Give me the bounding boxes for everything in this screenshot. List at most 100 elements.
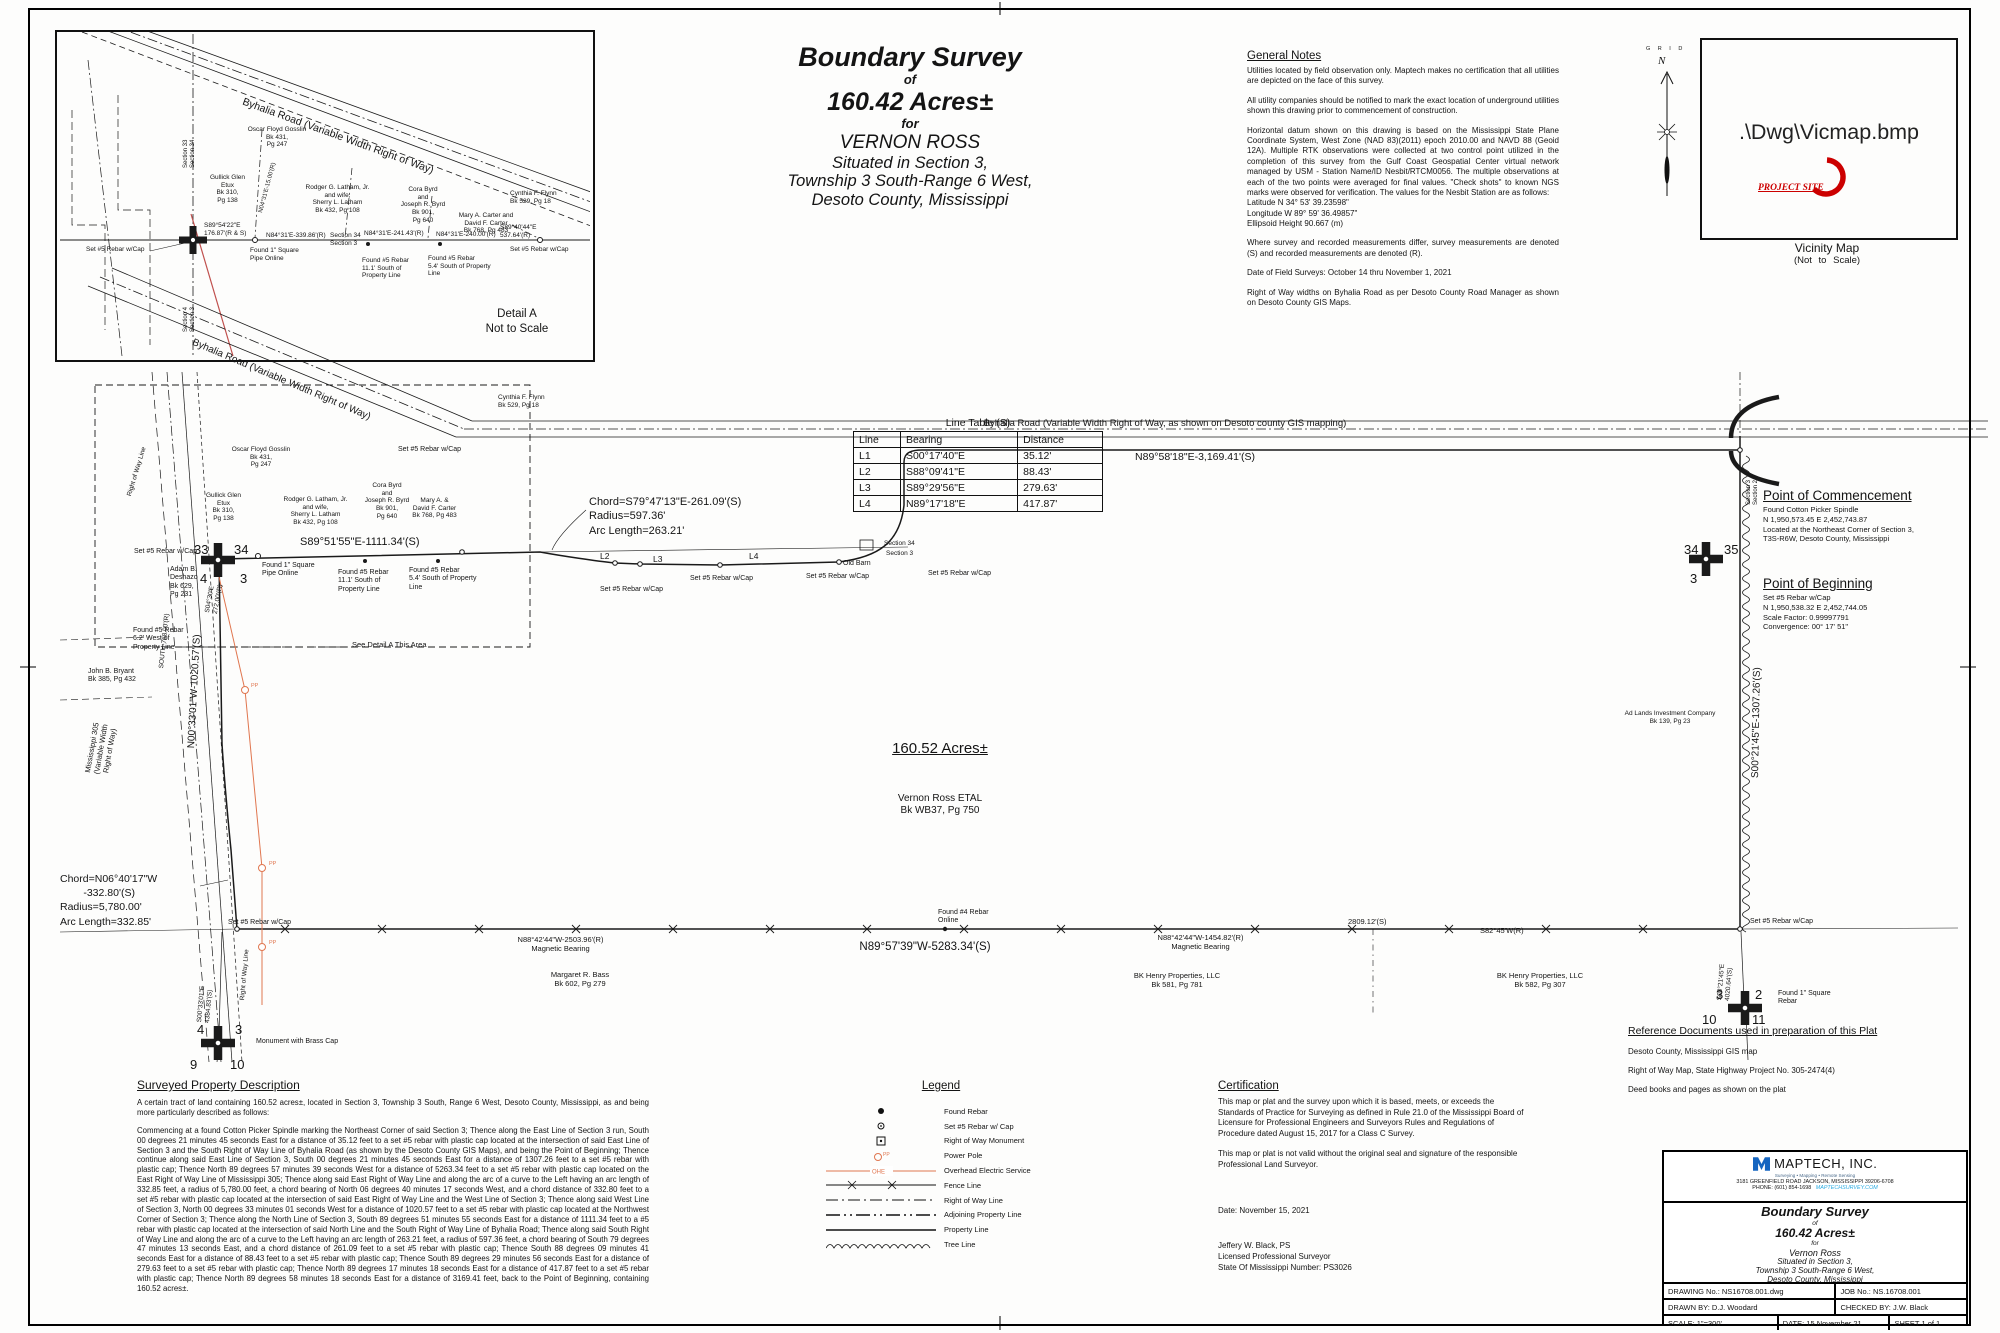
point-of-commencement: Point of Commencement Found Cotton Picke… — [1763, 488, 1991, 544]
detail-a-inset-box — [55, 30, 595, 362]
line-table-cell: 417.87' — [1017, 495, 1103, 512]
description-body: Commencing at a found Cotton Picker Spin… — [137, 1125, 649, 1294]
svg-text:PP: PP — [883, 1152, 890, 1158]
general-note: Horizontal datum shown on this drawing i… — [1247, 125, 1559, 229]
plat-label: L2 — [600, 551, 610, 561]
signature-line: State Of Mississippi Number: PS3026 — [1218, 1262, 1352, 1272]
title-line: Desoto County, Mississippi — [811, 191, 1009, 210]
poc-detail-line: Located at the Northeast Corner of Secti… — [1763, 524, 1914, 534]
plat-label: S89°40'44"E 537.64'(R) — [500, 224, 537, 239]
north-arrow — [1657, 70, 1677, 196]
legend-item-label: Adjoining Property Line — [944, 1210, 1022, 1220]
legend-item: Right of Way Monument — [826, 1134, 1126, 1149]
plat-label: Set #5 Rebar w/Cap — [806, 573, 870, 580]
plat-label: PP — [251, 683, 259, 689]
plat-label: N84°31'E-241.43'(R) — [364, 230, 424, 237]
general-note: Where survey and recorded measurements d… — [1247, 238, 1559, 258]
maptech-logo-icon — [1752, 1156, 1770, 1171]
tree-line — [1742, 455, 1750, 933]
plat-label: N89°58'18"E-3,169.41'(S) — [1135, 451, 1255, 463]
tb-title-line: 160.42 Acres± — [1775, 1225, 1855, 1240]
sheet-number: SHEET 1 of 1 — [1888, 1316, 1966, 1330]
plat-label: Set #5 Rebar w/Cap — [510, 246, 569, 253]
legend-item-label: Set #5 Rebar w/ Cap — [944, 1121, 1014, 1131]
plat-label: 11 — [1752, 1012, 1766, 1027]
certification-heading: Certification — [1218, 1080, 1279, 1092]
plat-label: Section 34 Section 3 — [330, 232, 361, 247]
main-plat-linework — [59, 267, 1988, 1063]
drawing-number: DRAWING No.: NS16708.001.dwg — [1668, 1286, 1784, 1296]
legend-item: Right of Way Line — [826, 1193, 1126, 1208]
plat-label: 3 — [1716, 987, 1724, 1002]
plat-label: Gullick Glen Etux Bk 310, Pg 138 — [209, 174, 246, 204]
tb-row: SCALE: 1"=300' DATE: 15 November 21 SHEE… — [1664, 1316, 1966, 1330]
signature-line: Jeffery W. Black, PS — [1218, 1241, 1291, 1251]
reference-document: Deed books and pages as shown on the pla… — [1628, 1085, 1786, 1094]
title-acreage: 160.42 Acres± — [827, 87, 993, 116]
plat-label: PP — [269, 940, 277, 946]
plat-label: Found #5 Rebar 11.1' South of Property L… — [338, 569, 389, 593]
legend-item-label: Right of Way Line — [944, 1195, 1003, 1205]
north-n-label: N — [1658, 55, 1666, 67]
plat-label: 10 — [1702, 1012, 1717, 1027]
plat-label: Found 1" Square Pipe Online — [262, 562, 315, 578]
plat-label: Byhalia Road (Variable Width Right of Wa… — [983, 418, 1347, 429]
pob-heading: Point of Beginning — [1763, 576, 1873, 591]
reference-documents: Reference Documents used in preparation … — [1628, 1025, 1964, 1094]
project-site-arrow — [1812, 157, 1846, 197]
plat-label: 3 — [240, 571, 248, 586]
plat-label: Mary A. Carter and David F. Carter Bk 76… — [458, 212, 514, 235]
plat-label: PP — [269, 861, 277, 867]
plat-label: 2809.12'(S) — [1348, 917, 1387, 926]
plat-label: N84°31'E-240.00'(R) — [436, 231, 496, 238]
plat-label: N88°42'44"W-2503.96'(R) Magnetic Bearing — [517, 935, 604, 953]
signature-line: Licensed Professional Surveyor — [1218, 1252, 1331, 1262]
plat-label: N89°57'39"W-5283.34'(S) — [859, 941, 991, 953]
plat-label: S00°21'45"E-1307.26'(S) — [1750, 667, 1763, 779]
vicinity-map-placeholder: .\Dwg\Vicmap.bmp — [1738, 120, 1920, 144]
plat-label: Set #5 Rebar w/Cap — [1750, 918, 1814, 925]
sheet-title: Boundary Survey of 160.42 Acres± for VER… — [610, 42, 1210, 210]
plat-label: S00°33'01"E 4384.83'(S) — [196, 985, 214, 1024]
sheet-date: DATE: 15 November 21 — [1776, 1316, 1889, 1330]
plat-label: Rodger G. Latham, Jr. and wife, Sherry L… — [305, 184, 370, 214]
plat-label: Oscar Floyd Gosslin Bk 431, Pg 247 — [231, 446, 291, 469]
power-pole-icon: PP — [874, 1152, 890, 1161]
row-line-icon — [826, 1199, 936, 1201]
plat-label: 4 — [200, 571, 208, 586]
general-note: Utilities located by field observation o… — [1247, 66, 1559, 86]
plat-label: Found #5 Rebar 5.4' South of Property Li… — [428, 255, 491, 278]
sheet-border — [28, 8, 1971, 1326]
certification-paragraph: This map or plat and the survey upon whi… — [1218, 1097, 1524, 1138]
grid-north-label: G R I D — [1646, 46, 1686, 52]
general-note: Right of Way widths on Byhalia Road as p… — [1247, 287, 1559, 308]
company-name: MAPTECH, INC. — [1774, 1156, 1878, 1172]
reference-document: Desoto County, Mississippi GIS map — [1628, 1047, 1758, 1056]
job-number: JOB No.: NS.16708.001 — [1834, 1284, 1966, 1298]
detail-a-linework — [60, 32, 590, 357]
poc-detail-line: T3S-R6W, Desoto County, Mississippi — [1763, 534, 1890, 544]
certification-date: Date: November 15, 2021 — [1218, 1206, 1310, 1216]
title-block-project: Boundary Survey of 160.42 Acres± for Ver… — [1664, 1203, 1966, 1284]
plat-label: 2 — [1755, 987, 1763, 1002]
adjoining-line-icon — [826, 1214, 936, 1216]
tb-title-line: Vernon Ross — [1789, 1247, 1841, 1258]
plat-label: 35 — [1724, 542, 1739, 557]
line-table-cell: L1 — [853, 447, 901, 464]
certification-paragraph: This map or plat is not valid without th… — [1218, 1149, 1518, 1169]
pob-detail-line: Convergence: 00° 17' 51" — [1763, 622, 1849, 632]
plat-label: Set #5 Rebar w/Cap — [928, 570, 992, 577]
legend-item-label: Right of Way Monument — [944, 1136, 1025, 1146]
plat-label: Chord=N06°40'17"W -332.80'(S) Radius=5,7… — [60, 873, 158, 928]
tb-title-line: Situated in Section 3, — [1777, 1256, 1853, 1266]
